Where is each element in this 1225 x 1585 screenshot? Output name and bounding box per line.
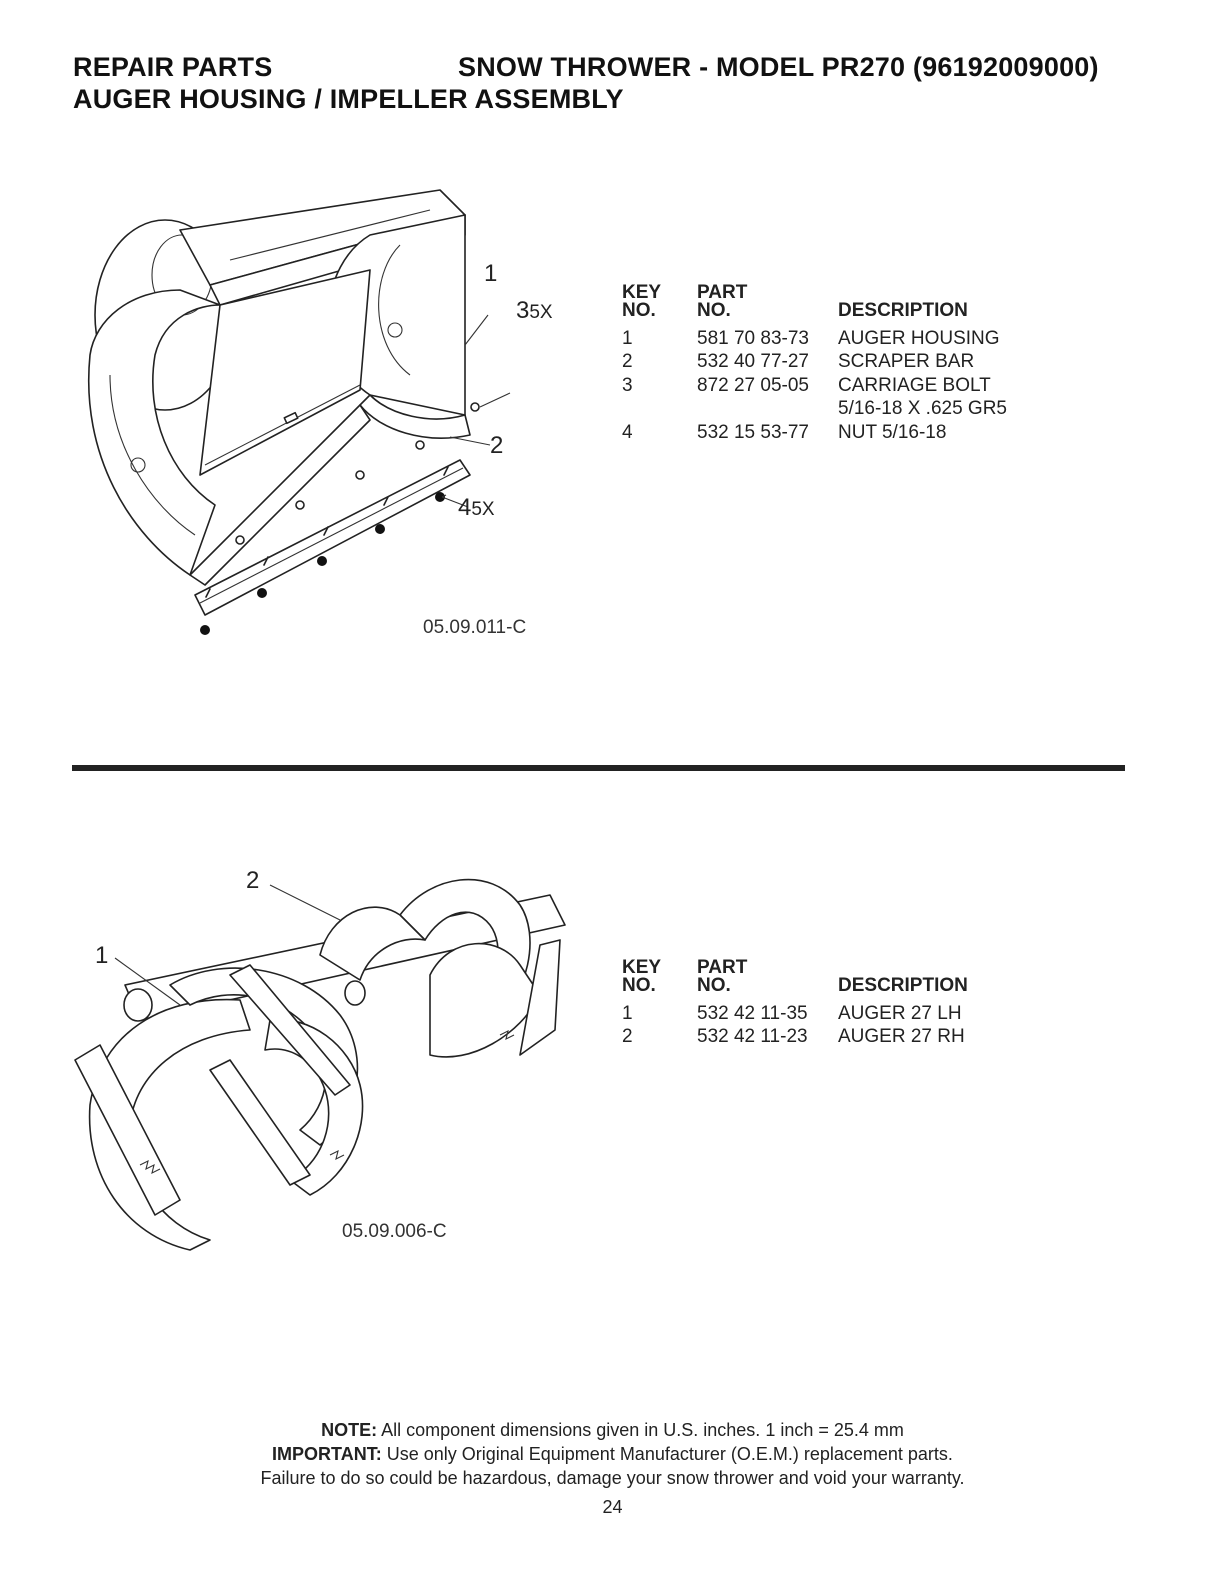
footer-important: IMPORTANT: Use only Original Equipment M… — [0, 1444, 1225, 1465]
auger-assembly-diagram — [74, 878, 566, 1251]
nut-2 — [375, 524, 385, 534]
table-row-desc: AUGER 27 LH — [838, 1003, 962, 1024]
auger-paddle-3 — [229, 964, 351, 1096]
note-label: NOTE: — [321, 1420, 378, 1440]
nut-3 — [317, 556, 327, 566]
footer-warning: Failure to do so could be hazardous, dam… — [260, 1468, 965, 1488]
callout-qty: 5X — [471, 499, 495, 520]
table-row-desc: AUGER HOUSING — [838, 328, 1000, 349]
page-number: 24 — [602, 1497, 623, 1517]
key-label-2: NO. — [622, 975, 656, 996]
carriage-bolt-5 — [470, 402, 480, 412]
page-subtitle: AUGER HOUSING / IMPELLER ASSEMBLY — [73, 84, 624, 114]
table-row-desc: CARRIAGE BOLT — [838, 375, 991, 396]
scraper-bar — [194, 459, 471, 616]
table-row-key: 2 — [622, 1026, 633, 1047]
part-label-2: NO. — [697, 975, 731, 996]
desc-label: DESCRIPTION — [838, 300, 968, 321]
key-label-2: NO. — [622, 300, 656, 321]
note-text: All component dimensions given in U.S. i… — [377, 1420, 904, 1440]
callout-housing-1: 1 — [484, 260, 498, 287]
leader-2 — [269, 884, 341, 921]
table-row-key: 1 — [622, 1003, 633, 1024]
table-row-part: 532 15 53-77 — [697, 422, 809, 443]
table-row-part: 532 42 11-23 — [697, 1026, 808, 1047]
table-row-key: 2 — [622, 351, 633, 372]
table-row-key: 1 — [622, 328, 633, 349]
section-divider — [72, 765, 1125, 771]
key-label-1: KEY — [622, 957, 662, 978]
callout-key: 3 — [516, 297, 530, 324]
important-text: Use only Original Equipment Manufacturer… — [381, 1444, 953, 1464]
housing-back-wall — [199, 269, 371, 476]
auger-paddle-2 — [209, 1059, 311, 1186]
table-row-part: 872 27 05-05 — [697, 375, 809, 396]
footer-note: NOTE: All component dimensions given in … — [0, 1420, 1225, 1441]
part-label-1: PART — [697, 957, 748, 978]
table-row-desc-extra: 5/16-18 X .625 GR5 — [838, 398, 1007, 419]
table-row-part: 532 40 77-27 — [697, 351, 809, 372]
table-row-part: 581 70 83-73 — [697, 328, 809, 349]
desc-label: DESCRIPTION — [838, 975, 968, 996]
table-row-desc: NUT 5/16-18 — [838, 422, 947, 443]
callout-scraper-2: 2 — [490, 432, 504, 459]
auger-figure-id: 05.09.006-C — [342, 1221, 447, 1242]
table-row-desc: SCRAPER BAR — [838, 351, 975, 372]
table-row-desc: AUGER 27 RH — [838, 1026, 965, 1047]
key-label-1: KEY — [622, 282, 662, 303]
part-label-1: PART — [697, 282, 748, 303]
product-title: SNOW THROWER - MODEL PR270 (96192009000) — [458, 52, 1099, 82]
section-title: REPAIR PARTS — [73, 52, 273, 82]
auger-parts-table: KEY NO. PART NO. DESCRIPTION 1 532 42 11… — [622, 958, 1042, 1048]
callout-qty: 5X — [529, 302, 553, 323]
callout-auger-1: 1 — [95, 942, 109, 969]
auger-housing-diagram — [88, 189, 511, 635]
table-row-key: 3 — [622, 375, 633, 396]
carriage-bolt-2 — [355, 470, 365, 480]
carriage-bolt-4 — [235, 535, 245, 545]
callout-nut-4: 45X — [458, 494, 495, 522]
housing-figure-id: 05.09.011-C — [423, 617, 527, 638]
callout-key: 4 — [458, 494, 472, 521]
callout-bolt-3: 35X — [516, 297, 553, 325]
nut-4 — [257, 588, 267, 598]
carriage-bolt-1 — [415, 440, 425, 450]
leader-1 — [114, 957, 181, 1006]
callout-auger-2: 2 — [246, 867, 260, 894]
housing-parts-table: KEY NO. PART NO. DESCRIPTION 1 581 70 83… — [622, 283, 1042, 453]
nut-5 — [200, 625, 210, 635]
housing-left-side — [88, 289, 221, 576]
table-row-key: 4 — [622, 422, 633, 443]
carriage-bolt-3 — [295, 500, 305, 510]
nut-1 — [435, 492, 445, 502]
important-label: IMPORTANT: — [272, 1444, 382, 1464]
table-row-part: 532 42 11-35 — [697, 1003, 808, 1024]
part-label-2: NO. — [697, 300, 731, 321]
